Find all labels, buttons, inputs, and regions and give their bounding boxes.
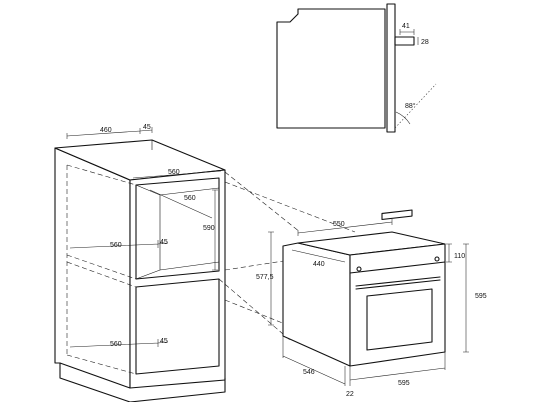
cabinet-width-label: 560 [168, 169, 180, 176]
bottom-shelf-width-label: 560 [110, 341, 122, 348]
inner-hidden-lines [66, 164, 137, 375]
handle-height-label: 28 [421, 39, 429, 46]
inner-depth-dimension [149, 189, 213, 219]
oven-width-label: 595 [398, 380, 410, 387]
oven-width-dimension [349, 352, 446, 381]
front-thickness-label: 22 [346, 391, 354, 398]
door-handle [355, 276, 441, 290]
cabinet-width-dimension [132, 170, 222, 179]
plinth-depth-dimension [66, 127, 153, 139]
door-angle-label: 88° [405, 102, 416, 110]
control-display [381, 209, 413, 221]
oven-height-label: 595 [475, 293, 487, 300]
mid-shelf-gap-label: 45 [160, 239, 168, 246]
side-handle [394, 36, 415, 46]
lower-opening [135, 278, 220, 375]
door-swing-arc [395, 111, 411, 125]
control-knob-right [434, 256, 440, 262]
upper-opening [135, 177, 220, 280]
side-view: 41 28 88° [276, 3, 437, 133]
oven-total-depth-label: 546 [303, 369, 315, 376]
oven-side-body [276, 8, 386, 129]
oven-depth-dimension [291, 249, 346, 263]
handle-width-dimension [399, 29, 415, 35]
door-window [366, 288, 433, 351]
front-thickness-dimension [344, 366, 351, 386]
cabinet-height-label: 590 [203, 225, 215, 232]
handle-width-label: 41 [402, 23, 410, 30]
oven-total-depth-dimension [282, 336, 346, 385]
bottom-shelf-dimension [69, 339, 169, 348]
plinth-depth-label: 460 [100, 127, 112, 134]
oven-front-panel [386, 3, 396, 133]
panel-height-dimension [446, 243, 452, 263]
bottom-shelf-gap-label: 45 [160, 338, 168, 345]
mid-shelf-width-label: 560 [110, 242, 122, 249]
inner-depth-label: 560 [184, 195, 196, 202]
cutout-height-label: 577,5 [256, 274, 274, 281]
inner-back-lines [135, 140, 220, 280]
plinth-gap-label: 45 [143, 124, 151, 131]
panel-height-label: 110 [454, 253, 465, 260]
cabinet-height-dimension [212, 189, 218, 271]
cabinet-left-panel [54, 147, 131, 389]
oven-top-width-dimension [297, 219, 393, 236]
oven-height-dimension [463, 243, 469, 353]
door-swing-line [394, 83, 437, 129]
cabinet-plinth [59, 362, 226, 402]
cabinet: 460 45 560 560 590 560 45 560 45 [54, 124, 226, 402]
oven-top-width-label: 550 [333, 221, 345, 228]
oven: 550 440 110 595 546 22 595 [282, 209, 487, 398]
oven-front [349, 243, 446, 367]
cutout-height-dimension [268, 231, 274, 326]
control-knob-left [356, 266, 362, 272]
control-panel-line [349, 261, 446, 274]
mid-shelf-dimension [69, 240, 169, 249]
oven-depth-label: 440 [313, 261, 325, 268]
